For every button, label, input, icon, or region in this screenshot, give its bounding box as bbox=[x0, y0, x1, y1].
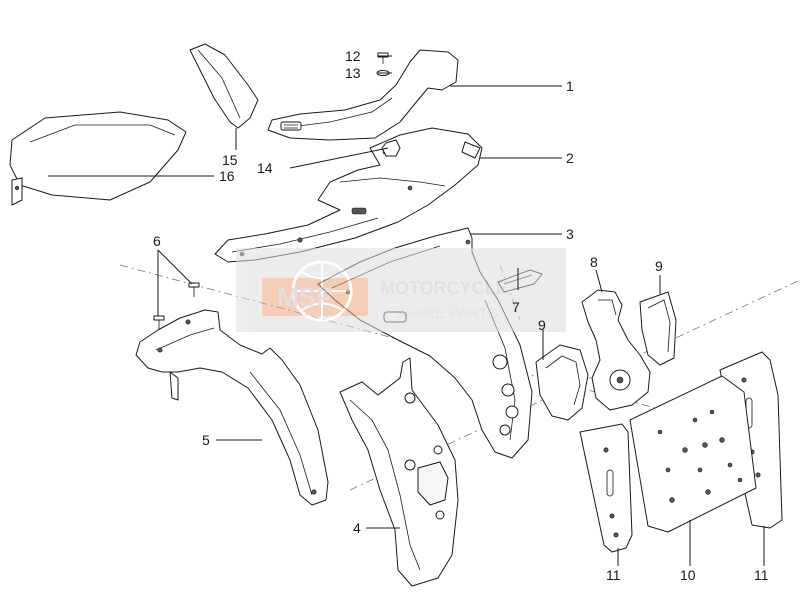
part-9-gasket-left bbox=[535, 344, 589, 421]
callout-4: 4 bbox=[353, 520, 361, 536]
watermark-brand-text: MOTORCYCLE bbox=[380, 278, 508, 298]
callout-9-right: 9 bbox=[655, 258, 663, 274]
callout-10: 10 bbox=[680, 567, 696, 583]
callout-7: 7 bbox=[512, 299, 520, 315]
watermark-logo-text: MSP bbox=[277, 282, 333, 312]
part-4-rear-mudguard bbox=[339, 357, 459, 587]
part-16-side-cover bbox=[9, 111, 187, 206]
callout-14: 14 bbox=[257, 160, 273, 176]
leader-lines bbox=[48, 55, 765, 566]
callout-8: 8 bbox=[590, 254, 598, 270]
callout-2: 2 bbox=[566, 150, 574, 166]
callout-15: 15 bbox=[222, 152, 238, 168]
callout-9-left: 9 bbox=[538, 317, 546, 333]
callout-11-right: 11 bbox=[754, 567, 769, 583]
callout-5: 5 bbox=[202, 432, 210, 448]
part-9-gasket-right bbox=[639, 291, 677, 366]
part-5-support-bracket bbox=[135, 309, 329, 506]
callout-6: 6 bbox=[153, 233, 161, 249]
watermark-logo-badge bbox=[262, 278, 368, 316]
part-8-plate-holder bbox=[581, 289, 651, 411]
watermark: MSP MOTORCYCLE SPARE PARTS bbox=[236, 248, 566, 332]
callout-12: 12 bbox=[345, 48, 361, 64]
callout-3: 3 bbox=[566, 226, 574, 242]
part-15-tapered-cover bbox=[189, 43, 259, 129]
callout-11-left: 11 bbox=[606, 567, 621, 583]
part-11-plate-side-left bbox=[579, 423, 633, 553]
watermark-sub-text: SPARE PARTS bbox=[395, 305, 498, 322]
part-10-license-plate bbox=[629, 375, 757, 533]
callout-labels: 12 13 1 2 3 14 15 16 6 5 4 7 8 9 9 10 11… bbox=[153, 48, 769, 583]
callout-13: 13 bbox=[345, 65, 361, 81]
part-1-rear-bracket bbox=[267, 49, 459, 141]
part-14-nut bbox=[381, 139, 401, 157]
callout-16: 16 bbox=[219, 168, 235, 184]
callout-1: 1 bbox=[566, 78, 574, 94]
